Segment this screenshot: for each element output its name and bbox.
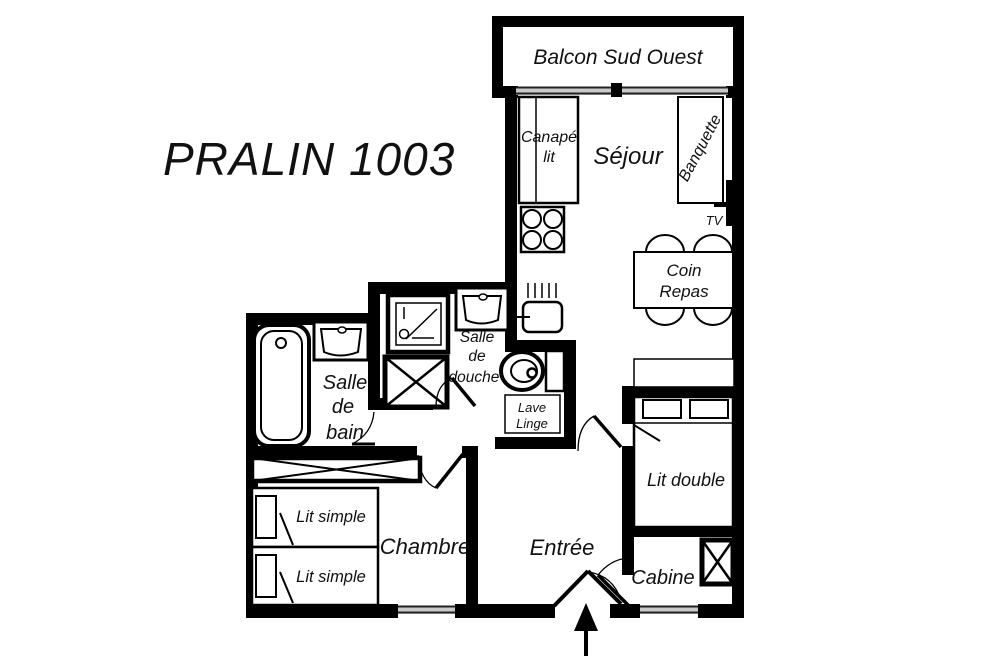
wall [246,446,417,458]
label-lave-linge-line1: Lave [518,400,546,415]
wall [466,446,478,608]
washing-machine [504,394,561,434]
label-tv: TV [706,213,724,228]
toilet [499,349,566,393]
door-cabine [596,557,631,608]
room-label-bain-line3: bain [326,422,364,444]
plan-title: PRALIN 1003 [163,133,456,185]
doors [351,376,631,608]
room-label-douche-line3: douche [449,369,500,386]
door-shower-room [435,376,477,408]
sofa-bed [517,95,580,205]
room-label-entree: Entrée [530,535,595,560]
label-lit-double: Lit double [647,470,725,490]
room-label-balcony: Balcon Sud Ouest [533,46,703,69]
stove [519,205,566,254]
door-chambre [417,452,465,490]
window-divider [611,83,622,97]
room-label-chambre: Chambre [380,534,470,559]
label-coin-repas-line2: Repas [659,282,709,301]
washbasin-shower-room [454,286,510,332]
closet-shower-room [382,354,450,410]
closet-cabine [699,537,736,587]
wall [622,386,634,424]
wall [505,340,576,352]
window-frame [398,611,455,614]
walls [246,16,744,618]
window-glazing [398,606,455,614]
bathtub [252,323,311,448]
pillow [642,399,682,419]
tv-icon [714,180,739,226]
room-label-bain-line1: Salle [323,372,367,394]
sideboard [633,358,735,388]
room-label-cabine: Cabine [631,567,694,589]
wall [492,16,503,96]
wall [622,386,744,398]
single-bed-bottom [250,545,380,607]
label-coin-repas-line1: Coin [667,261,702,280]
wall [733,16,744,96]
window-frame [640,605,698,608]
double-bed [632,395,735,529]
wall [564,340,576,449]
shower-tray [385,292,451,355]
wall [246,604,398,618]
dining-table-and-chairs [633,234,734,326]
room-label-sejour: Séjour [593,143,663,170]
windows [398,83,728,614]
label-canape-line1: Canapé [521,129,577,146]
pillow [255,495,277,539]
window-glazing [640,606,698,614]
window-frame [640,611,698,614]
entrance-arrow [574,603,598,656]
wall [622,537,634,575]
wall [622,446,634,537]
wall [495,437,576,449]
washbasin-bathroom [312,320,370,362]
label-canape-line2: lit [543,149,555,166]
banquette [677,96,724,204]
room-label-bain-line2: de [332,396,354,418]
wall [610,604,640,618]
pillow [255,554,277,598]
wall [455,604,555,618]
room-label-douche-line2: de [468,348,486,365]
kitchen-sink [514,283,564,334]
label-lit-simple-top: Lit simple [296,508,366,526]
closet-chambre [249,455,423,484]
door-sejour [577,414,623,452]
wall [368,325,380,400]
wall [492,16,744,27]
room-label-douche-line1: Salle [460,329,495,346]
single-bed-top [250,486,380,549]
wall [698,604,744,618]
door-entrance [552,569,623,608]
pillow [689,399,729,419]
table [633,251,734,309]
door-bathroom [351,411,375,446]
window-frame [398,605,455,608]
label-lit-simple-bottom: Lit simple [296,568,366,586]
label-lave-linge-line2: Linge [516,416,548,431]
wall [505,86,517,352]
wall [732,86,744,618]
